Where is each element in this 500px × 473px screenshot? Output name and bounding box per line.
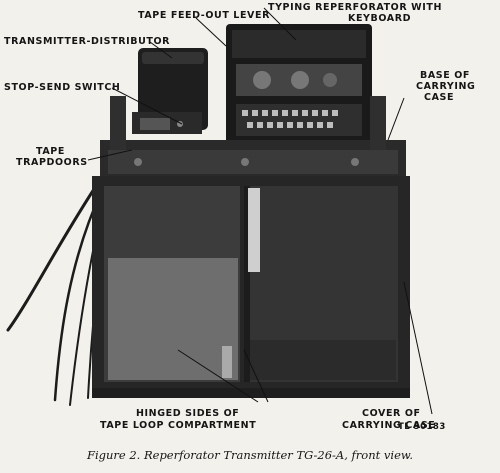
label-base-of-carrying-case-line1: BASE OF bbox=[420, 70, 470, 81]
carrying-case-body bbox=[92, 176, 410, 398]
leader-lines bbox=[87, 7, 433, 415]
label-base-of-carrying-case-line3: CASE bbox=[424, 92, 455, 103]
label-cover-line1: COVER OF bbox=[362, 408, 421, 419]
label-typing-reperforator-line2: KEYBOARD bbox=[348, 13, 412, 24]
carrying-case-base bbox=[100, 96, 406, 180]
cables bbox=[6, 178, 107, 406]
label-base-of-carrying-case-line2: CARRYING bbox=[416, 81, 476, 92]
label-hinged-sides-line2: TAPE LOOP COMPARTMENT bbox=[100, 420, 257, 431]
label-typing-reperforator-line1: TYPING REPERFORATOR WITH bbox=[268, 2, 443, 13]
label-tape-trapdoors-line1: TAPE bbox=[36, 146, 65, 157]
figure-caption: Figure 2. Reperforator Transmitter TG-26… bbox=[86, 448, 414, 462]
label-tape-trapdoors-line2: TRAPDOORS bbox=[16, 157, 88, 168]
label-hinged-sides-line1: HINGED SIDES OF bbox=[136, 408, 240, 419]
label-tape-feed-out-lever: TAPE FEED-OUT LEVER bbox=[138, 10, 271, 21]
transmitter-distributor-unit bbox=[132, 48, 208, 134]
reference-code: TL 50183 bbox=[398, 422, 446, 432]
label-stop-send-switch: STOP-SEND SWITCH bbox=[4, 82, 121, 93]
typing-reperforator-unit bbox=[226, 24, 372, 144]
label-transmitter-distributor: TRANSMITTER-DISTRIBUTOR bbox=[4, 36, 171, 47]
label-cover-line2: CARRYING CASE bbox=[342, 420, 436, 431]
